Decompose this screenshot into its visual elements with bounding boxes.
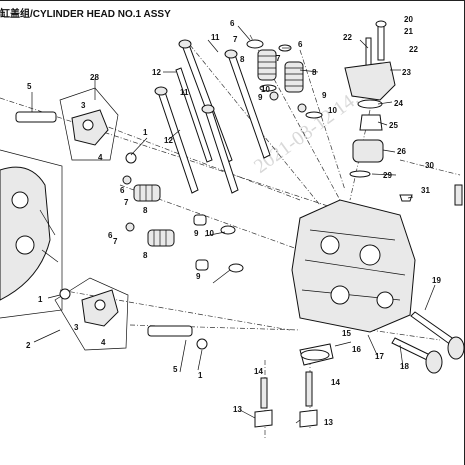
callout-16: 16 bbox=[352, 345, 361, 354]
callout-1-bottom: 1 bbox=[198, 371, 203, 380]
callout-10-a: 10 bbox=[261, 85, 270, 94]
callout-22-a: 22 bbox=[343, 33, 352, 42]
callout-8-c: 8 bbox=[143, 206, 148, 215]
callout-29: 29 bbox=[383, 171, 392, 180]
callout-13-a: 13 bbox=[233, 405, 242, 414]
callout-6-c: 6 bbox=[120, 186, 125, 195]
callout-8-a: 8 bbox=[240, 55, 245, 64]
left-inset-view bbox=[0, 149, 63, 319]
callout-21: 21 bbox=[404, 27, 413, 36]
callout-19: 19 bbox=[432, 276, 441, 285]
callout-4-upper: 4 bbox=[98, 153, 103, 162]
callout-31: 31 bbox=[421, 186, 430, 195]
callout-26: 26 bbox=[397, 147, 406, 156]
callout-3-upper: 3 bbox=[81, 101, 86, 110]
callout-7-c: 7 bbox=[124, 198, 129, 207]
callout-20: 20 bbox=[404, 15, 413, 24]
callout-leaders bbox=[31, 25, 436, 424]
callout-numbers: 5 28 3 4 1 12 12 11 11 6 7 8 9 10 6 7 8 … bbox=[26, 15, 441, 427]
callout-3-lower: 3 bbox=[74, 323, 79, 332]
callout-14-b: 14 bbox=[331, 378, 340, 387]
callout-10-c: 10 bbox=[205, 229, 214, 238]
callout-28: 28 bbox=[90, 73, 99, 82]
callout-6-a: 6 bbox=[230, 19, 235, 28]
rocker-arm-upper bbox=[15, 87, 137, 164]
callout-24: 24 bbox=[394, 99, 403, 108]
callout-12-lower: 12 bbox=[164, 136, 173, 145]
callout-9-a: 9 bbox=[258, 93, 263, 102]
callout-7-a: 7 bbox=[233, 35, 238, 44]
rocker-arm-lower bbox=[54, 277, 208, 351]
callout-6-d: 6 bbox=[108, 231, 113, 240]
callout-11-upper: 11 bbox=[211, 33, 220, 42]
callout-9-d: 9 bbox=[196, 272, 201, 281]
callout-12-upper: 12 bbox=[152, 68, 161, 77]
callout-14-a: 14 bbox=[254, 367, 263, 376]
diagram-title: 缸盖组/CYLINDER HEAD NO.1 ASSY bbox=[0, 9, 171, 20]
callout-1-lower: 1 bbox=[38, 295, 43, 304]
callout-8-b: 8 bbox=[312, 68, 317, 77]
callout-1-upper: 1 bbox=[143, 128, 148, 137]
callout-9-c: 9 bbox=[194, 229, 199, 238]
callout-6-b: 6 bbox=[298, 40, 303, 49]
callout-30: 30 bbox=[425, 161, 434, 170]
callout-10-b: 10 bbox=[328, 106, 337, 115]
callout-5-lower: 5 bbox=[173, 365, 178, 374]
callout-13-b: 13 bbox=[324, 418, 333, 427]
callout-17: 17 bbox=[375, 352, 384, 361]
callout-9-b: 9 bbox=[322, 91, 327, 100]
callout-22-b: 22 bbox=[409, 45, 418, 54]
valve-springs-lower bbox=[122, 175, 244, 273]
callout-8-d: 8 bbox=[143, 251, 148, 260]
callout-5-upper: 5 bbox=[27, 82, 32, 91]
long-head-bolts bbox=[154, 39, 271, 194]
callout-4-lower: 4 bbox=[101, 338, 106, 347]
callout-7-d: 7 bbox=[113, 237, 118, 246]
callout-7-b: 7 bbox=[276, 54, 281, 63]
valve-springs-upper bbox=[246, 39, 323, 119]
thermostat-housing bbox=[344, 20, 463, 206]
callout-2: 2 bbox=[26, 341, 31, 350]
studs-and-nuts bbox=[254, 371, 318, 428]
valves-lower bbox=[299, 311, 465, 374]
callout-15: 15 bbox=[342, 329, 351, 338]
callout-18: 18 bbox=[400, 362, 409, 371]
callout-25: 25 bbox=[389, 121, 398, 130]
cylinder-head-body bbox=[291, 199, 416, 333]
callout-11-lower: 11 bbox=[180, 88, 189, 97]
callout-23: 23 bbox=[402, 68, 411, 77]
